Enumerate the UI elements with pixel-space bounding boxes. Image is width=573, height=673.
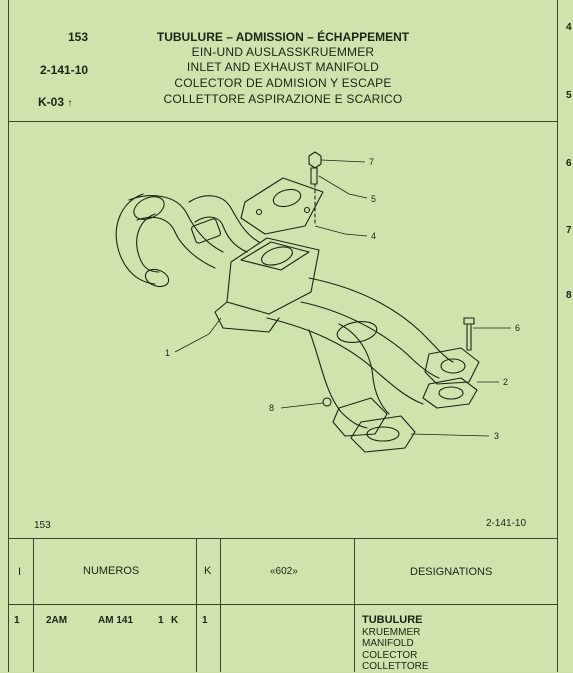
callout-4: 4 [371,231,376,241]
callout-3: 3 [494,431,499,441]
bolt-6-head [463,317,475,325]
callout-2: 2 [503,377,508,387]
col-header-index: I [18,566,22,578]
designation-it: COLLETTORE [362,661,429,672]
intake-pipe-flange-bottom [144,268,170,288]
title-de: EIN-UND AUSLASSKRUEMMER [191,45,375,59]
nut-8 [322,397,332,407]
leader-7 [320,159,366,163]
intake-runner-flange [191,218,221,244]
table-header-divider [8,604,557,605]
title-fr: TUBULURE – ADMISSION – ÉCHAPPEMENT [156,30,410,44]
exhaust-outlet-flange [424,347,480,385]
intake-pipe-lower-inner [136,213,160,273]
margin-number-4: 4 [566,22,572,33]
col-sep-4 [354,538,355,672]
row-k-mark: K [171,615,179,626]
exhaust-pipe-lower-inner [338,323,390,415]
row-designations: TUBULURE KRUEMMER MANIFOLD COLECTOR COLL… [362,614,429,673]
designation-fr: TUBULURE [362,614,423,626]
gasket-4-hole [272,188,302,208]
plenum-port [261,246,293,266]
callout-8: 8 [269,403,274,413]
exhaust-pipe-long-top [308,277,454,363]
row-qty: 1 [158,615,164,626]
row-number: AM 141 [98,615,134,626]
gasket-2 [422,377,478,409]
group-code: K-03 ↑ [38,95,72,109]
col-header-model: «602» [270,566,298,577]
exhaust-outlet-port [440,358,466,374]
title-es: COLECTOR DE ADMISION Y ESCAPE [174,76,392,90]
leader-3 [410,433,490,437]
intake-pipe-upper [128,195,224,253]
gasket-4-bolt-hole-left [255,208,263,216]
margin-number-5: 5 [566,90,572,101]
col-header-designations: DESIGNATIONS [410,566,493,578]
bolt-6-shank [466,323,472,351]
col-sep-3 [220,538,221,672]
row-index: 1 [14,615,20,626]
gasket-4-bolt-hole-right [303,206,311,214]
exhaust-pipe-long-bottom [300,301,440,379]
col-sep-1 [33,538,34,672]
group-code-mark: ↑ [67,98,73,109]
ref-code: 2-141-10 [40,63,89,77]
callout-7: 7 [369,157,374,167]
nut-7 [308,151,322,169]
diagram-bottom-divider [8,538,557,539]
col-sep-2 [196,538,197,672]
gasket-3-hole [366,426,400,442]
gasket-4 [240,177,324,235]
diagram-footer-page: 153 [34,520,51,531]
central-plenum-top [240,241,310,271]
margin-number-8: 8 [566,290,572,301]
title-it: COLLETTORE ASPIRAZIONE E SCARICO [163,92,403,106]
gasket-3 [350,415,416,453]
callout-6: 6 [515,323,520,333]
margin-number-7: 7 [566,225,572,236]
callout-1: 1 [165,348,170,358]
plenum-front-face [214,301,280,333]
exhaust-pipe-branch [266,317,424,405]
page-number: 153 [68,30,89,44]
title-en: INLET AND EXHAUST MANIFOLD [186,60,380,74]
designation-de: KRUEMMER [362,626,421,638]
exhaust-lower-flange [332,397,388,437]
intake-runner-rear [188,195,260,243]
col-header-numeros: NUMEROS [83,565,140,577]
designation-es: COLECTOR [362,649,418,661]
leader-4 [314,225,368,237]
diagram-footer-ref: 2-141-10 [486,518,527,529]
manifold-exploded-diagram: 1 2 3 4 5 6 7 8 [115,151,520,453]
margin-number-6: 6 [566,158,572,169]
row-k: 1 [202,615,208,626]
left-border [8,0,9,672]
gasket-2-hole [438,386,464,400]
intake-pipe-flange-top [133,196,165,220]
leader-5 [318,175,368,199]
intake-runner-rear-inner [194,216,248,253]
leader-8 [280,402,324,409]
leader-1 [174,317,222,353]
intake-pipe-lower [115,193,156,285]
col-header-k: K [204,565,212,577]
intake-pipe-upper-inner [136,216,216,269]
row-prefix: 2AM [46,615,68,626]
exhaust-pipe-lower-mouth [336,321,378,343]
group-code-text: K-03 [38,95,65,109]
header-divider [8,121,557,122]
right-border [557,0,558,672]
designation-en: MANIFOLD [362,638,414,649]
callout-5: 5 [371,194,376,204]
stud-5 [310,167,318,185]
